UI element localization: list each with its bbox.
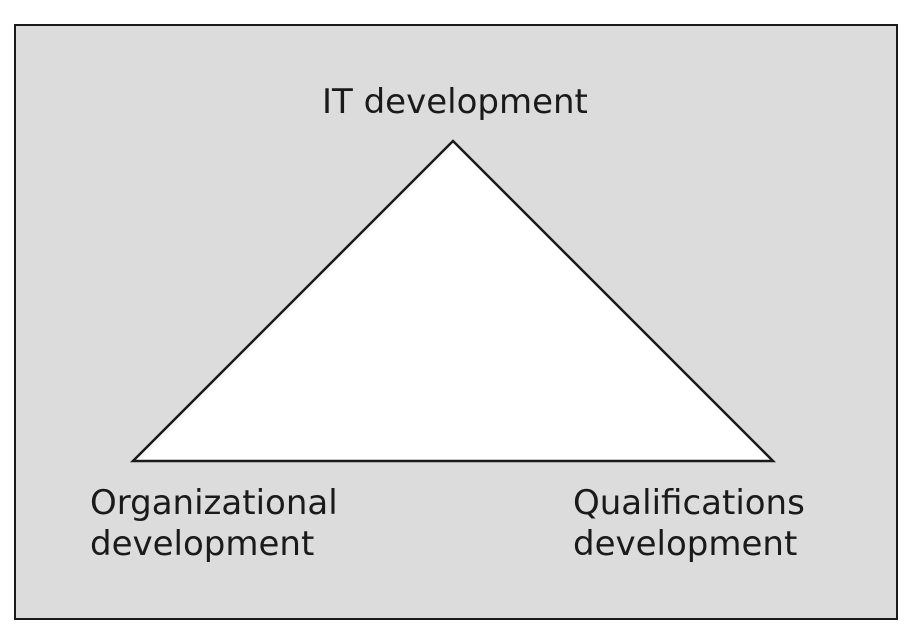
node-label-qualifications-development: Qualifications development — [573, 483, 805, 565]
node-label-line: development — [90, 524, 315, 564]
node-label-line: IT development — [322, 82, 588, 122]
development-triangle — [129, 139, 777, 463]
node-label-organizational-development: Organizational development — [90, 483, 338, 565]
node-label-line: Organizational — [90, 483, 338, 523]
node-label-it-development: IT development — [322, 82, 588, 123]
node-label-line: development — [573, 524, 798, 564]
node-label-line: Qualifications — [573, 483, 805, 523]
